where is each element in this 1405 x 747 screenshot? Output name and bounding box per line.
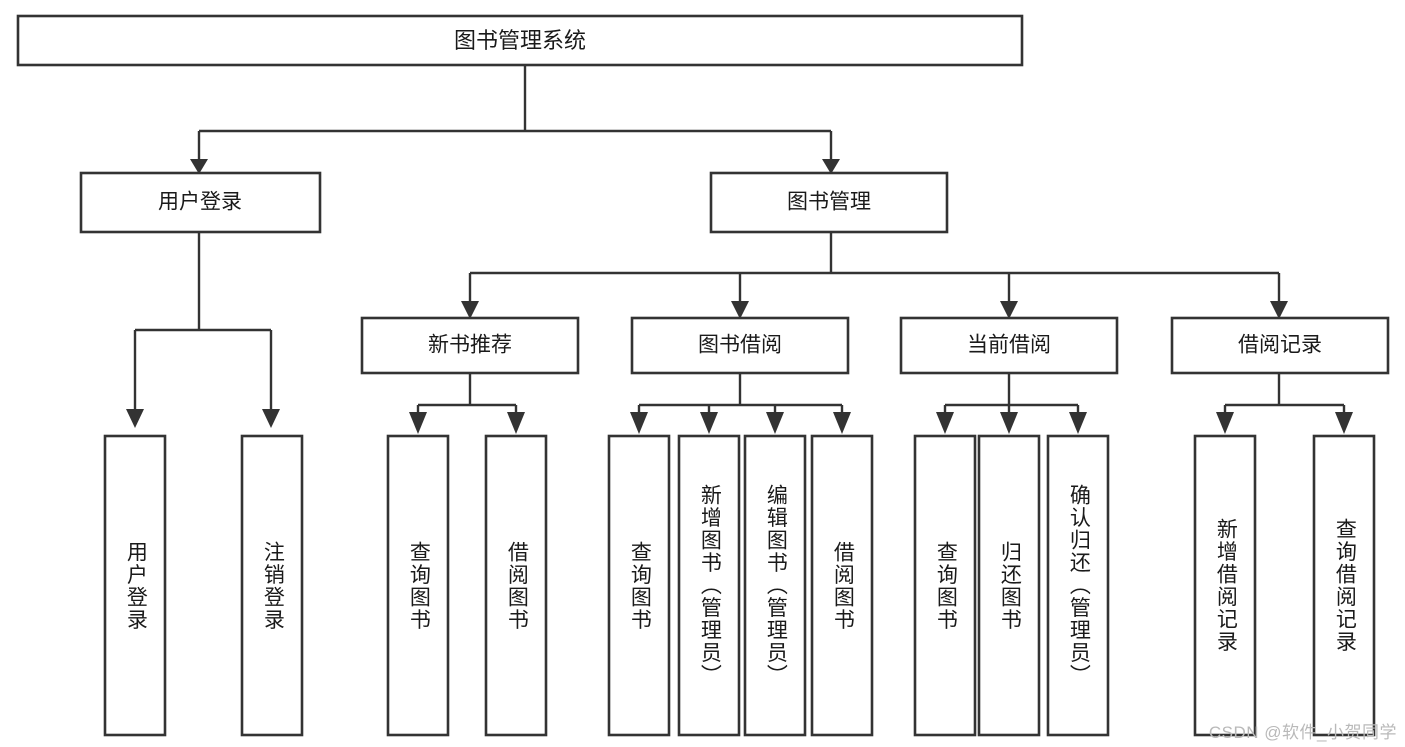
node-book-management-box[interactable] bbox=[709, 171, 949, 234]
node-book-management-label: 图书管理 bbox=[787, 191, 871, 214]
arrow-to-leaf-add-book bbox=[700, 412, 718, 434]
node-leaf-edit-book-box[interactable] bbox=[743, 434, 807, 737]
node-user-login-label: 用户登录 bbox=[158, 191, 242, 214]
node-book-borrow-box[interactable] bbox=[630, 316, 850, 375]
node-new-book-recommend-label: 新书推荐 bbox=[428, 334, 512, 357]
node-leaf-query-book-3-box[interactable] bbox=[913, 434, 977, 737]
node-new-book-recommend-box[interactable] bbox=[360, 316, 580, 375]
arrow-to-leaf-edit-book bbox=[766, 412, 784, 434]
node-leaf-confirm-return-box[interactable] bbox=[1046, 434, 1110, 737]
node-root-box[interactable] bbox=[16, 14, 1024, 67]
node-borrow-record[interactable]: 借阅记录 bbox=[1170, 316, 1390, 375]
connector-current-borrow-bus bbox=[943, 373, 1080, 417]
node-borrow-record-box[interactable] bbox=[1170, 316, 1390, 375]
node-current-borrow[interactable]: 当前借阅 bbox=[899, 316, 1119, 375]
arrow-to-current-borrow bbox=[1000, 301, 1018, 319]
connector-layer bbox=[126, 65, 1353, 434]
connector-new-book-recommend-bus bbox=[416, 373, 518, 417]
arrow-to-book-management bbox=[822, 159, 840, 174]
arrow-to-leaf-borrow-book-1 bbox=[507, 412, 525, 434]
arrow-to-leaf-query-book-1 bbox=[409, 412, 427, 434]
arrow-to-borrow-record bbox=[1270, 301, 1288, 319]
node-user-login[interactable]: 用户登录 bbox=[79, 171, 322, 234]
arrow-to-leaf-return-book bbox=[1000, 412, 1018, 434]
node-current-borrow-box[interactable] bbox=[899, 316, 1119, 375]
arrow-to-leaf-logout-login bbox=[262, 409, 280, 428]
node-book-borrow-label: 图书借阅 bbox=[698, 334, 782, 357]
node-leaf-add-record-box[interactable] bbox=[1193, 434, 1257, 737]
node-book-borrow[interactable]: 图书借阅 bbox=[630, 316, 850, 375]
node-leaf-add-book-box[interactable] bbox=[677, 434, 741, 737]
arrow-to-leaf-query-record bbox=[1335, 412, 1353, 434]
connector-book-borrow-bus bbox=[637, 373, 844, 417]
csdn-watermark: CSDN @软件_小贺同学 bbox=[1208, 723, 1397, 742]
arrow-to-new-book-recommend bbox=[461, 301, 479, 319]
arrow-to-book-borrow bbox=[731, 301, 749, 319]
node-user-login-box[interactable] bbox=[79, 171, 322, 234]
node-book-management[interactable]: 图书管理 bbox=[709, 171, 949, 234]
arrow-to-leaf-query-book-3 bbox=[936, 412, 954, 434]
node-leaf-logout-login-box[interactable] bbox=[240, 434, 304, 737]
node-leaf-query-book-1-box[interactable] bbox=[386, 434, 450, 737]
node-leaf-return-book-box[interactable] bbox=[977, 434, 1041, 737]
arrow-to-leaf-user-login bbox=[126, 409, 144, 428]
node-borrow-record-label: 借阅记录 bbox=[1238, 334, 1322, 357]
node-root-label: 图书管理系统 bbox=[454, 28, 586, 53]
node-new-book-recommend[interactable]: 新书推荐 bbox=[360, 316, 580, 375]
arrow-to-leaf-add-record bbox=[1216, 412, 1234, 434]
node-leaf-borrow-book-1-box[interactable] bbox=[484, 434, 548, 737]
node-root[interactable]: 图书管理系统 bbox=[16, 14, 1024, 67]
connector-user-login-bus bbox=[133, 232, 273, 410]
connector-root-bus bbox=[197, 65, 833, 160]
node-leaf-query-book-2-box[interactable] bbox=[607, 434, 671, 737]
node-leaf-borrow-book-2-box[interactable] bbox=[810, 434, 874, 737]
arrow-to-user-login bbox=[190, 159, 208, 174]
arrow-to-leaf-query-book-2 bbox=[630, 412, 648, 434]
node-current-borrow-label: 当前借阅 bbox=[967, 334, 1051, 357]
connector-book-management-bus bbox=[468, 232, 1281, 302]
arrow-to-leaf-confirm-return bbox=[1069, 412, 1087, 434]
connector-borrow-record-bus bbox=[1223, 373, 1346, 417]
arrow-to-leaf-borrow-book-2 bbox=[833, 412, 851, 434]
node-leaf-user-login-box[interactable] bbox=[103, 434, 167, 737]
node-leaf-query-record-box[interactable] bbox=[1312, 434, 1376, 737]
